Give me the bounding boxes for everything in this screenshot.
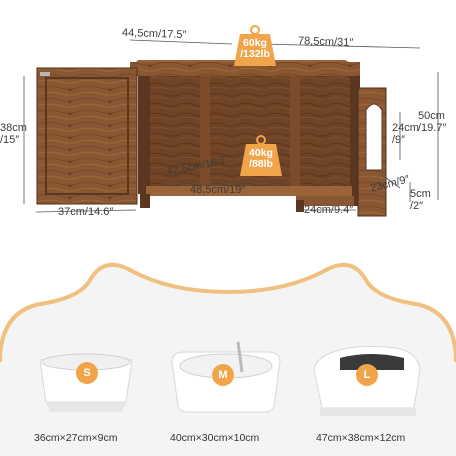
- dimension-height-right-in: /19.7″: [418, 122, 447, 134]
- dimension-leg-height-in: /2″: [410, 200, 424, 212]
- weight-icon: [240, 135, 282, 176]
- shelf-front-edge: [296, 196, 354, 206]
- weight-inner-lb: /88lb: [249, 158, 273, 170]
- litter-box-small-caption: 36cm×27cm×9cm: [34, 432, 118, 444]
- size-badge-small: S: [76, 362, 98, 384]
- dimension-leg-height: 5cm /2″: [410, 188, 431, 212]
- weight-inner-kg: 40kg: [249, 147, 273, 159]
- cabinet-leg-left: [140, 194, 150, 208]
- size-badge-large: L: [356, 364, 378, 386]
- dimension-opening-height-in: /9″: [392, 134, 406, 146]
- cabinet-right-side: [350, 76, 360, 206]
- weight-top-kg: 60kg: [243, 37, 267, 49]
- dimension-height-left-cm: 38cm: [0, 122, 27, 134]
- weight-capacity-inner-tag: 40kg /88lb: [238, 134, 284, 178]
- dimension-height-right: 50cm /19.7″: [418, 110, 446, 134]
- weight-capacity-top-tag: 60kg /132lb: [232, 24, 278, 68]
- cabinet-left-side: [138, 76, 150, 194]
- weight-icon: [234, 25, 276, 66]
- left-door-hinge: [40, 72, 50, 76]
- weight-top-lb: /132lb: [240, 48, 270, 60]
- cabinet-bottom: [146, 186, 352, 196]
- inner-divider-left: [200, 76, 210, 194]
- right-door-arch-opening: [365, 103, 383, 171]
- dimension-door-width: 37cm/14.6″: [58, 206, 114, 218]
- dimension-height-left: 38cm /15″: [0, 122, 27, 146]
- cabinet-leg-right: [296, 200, 304, 212]
- left-door: [36, 67, 138, 205]
- inner-divider-right: [290, 76, 300, 194]
- dimension-height-right-cm: 50cm: [418, 110, 445, 122]
- litter-box-medium-caption: 40cm×30cm×10cm: [170, 432, 260, 444]
- litter-box-large-caption: 47cm×38cm×12cm: [316, 432, 406, 444]
- dimension-side-width: 24cm/9.4″: [304, 204, 354, 216]
- size-badge-medium: M: [212, 364, 234, 386]
- cat-silhouette-panel: [0, 262, 456, 456]
- dimension-opening-height: 24cm /9″: [392, 122, 419, 146]
- dimension-opening-height-cm: 24cm: [392, 122, 419, 134]
- left-door-panel: [45, 77, 129, 195]
- dimension-inner-width: 48,5cm/19″: [190, 184, 246, 196]
- dimension-height-left-in: /15″: [0, 134, 20, 146]
- dimension-depth: 44,5cm/17.5″: [121, 26, 187, 42]
- dimension-width: 78,5cm/31″: [297, 35, 354, 49]
- cat-silhouette-outline: [0, 262, 456, 363]
- dimension-leg-height-cm: 5cm: [410, 188, 431, 200]
- cabinet-top-edge: [130, 62, 360, 76]
